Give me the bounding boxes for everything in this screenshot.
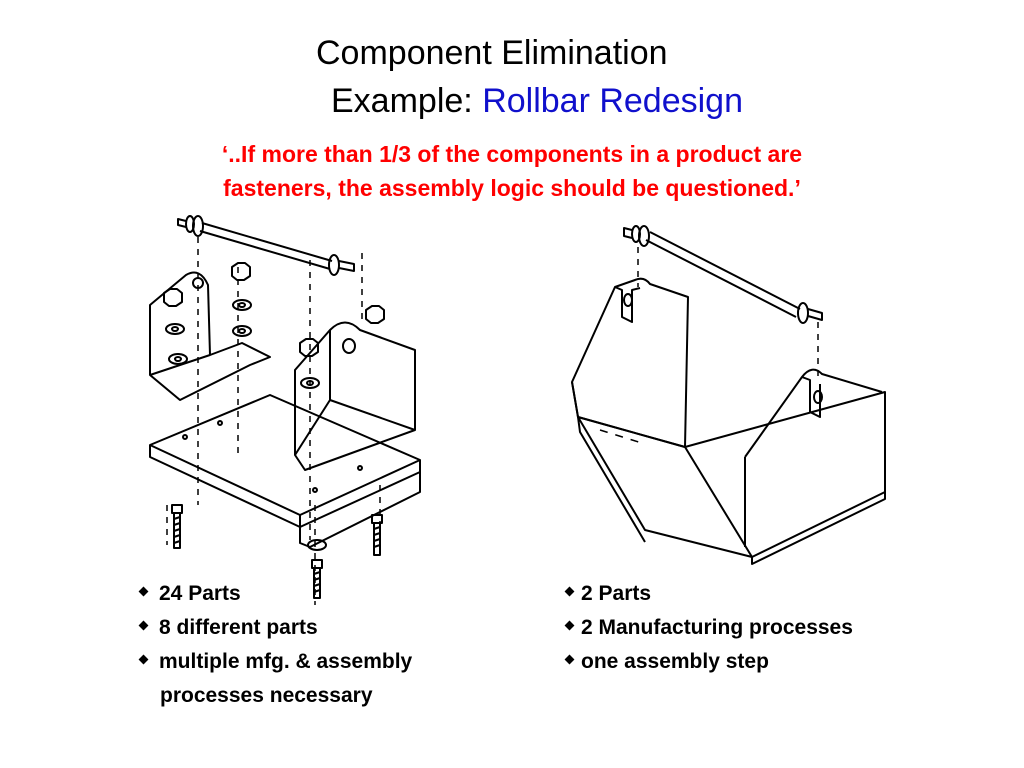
original-assembly-drawing: [120, 205, 450, 605]
redesigned-assembly-drawing: [560, 212, 900, 567]
exploded-view-illustration: [149, 215, 421, 605]
washers: [165, 299, 320, 389]
rollbar-rod: [177, 215, 355, 276]
diamond-bullet-icon: [138, 586, 149, 597]
redesign-illustration: [571, 225, 886, 565]
list-item: 2 Parts: [564, 577, 853, 611]
list-item: one assembly step: [564, 645, 853, 679]
alignment-lines: [166, 237, 381, 605]
quote-line-2: fasteners, the assembly logic should be …: [223, 175, 801, 201]
slide-title: Component Elimination: [316, 34, 668, 72]
subtitle-prefix: Example:: [331, 82, 483, 120]
quote-line-1: ‘..If more than 1/3 of the components in…: [221, 141, 803, 167]
bolts: [171, 504, 383, 599]
list-item: 2 Manufacturing processes: [564, 611, 853, 645]
rollbar-rod: [623, 225, 823, 324]
quote: ‘..If more than 1/3 of the components in…: [120, 137, 904, 205]
subtitle-accent: Rollbar Redesign: [482, 82, 743, 120]
left-bracket: [149, 271, 271, 401]
diamond-bullet-icon: [564, 620, 575, 631]
diamond-bullet-icon: [564, 586, 575, 597]
hex-nuts: [163, 262, 385, 357]
list-item: 8 different parts: [138, 611, 412, 645]
alignment-lines: [637, 247, 819, 377]
redesign-list: 2 Parts 2 Manufacturing processes one as…: [564, 577, 853, 679]
list-item: multiple mfg. & assembly: [138, 645, 412, 679]
diamond-bullet-icon: [564, 654, 575, 665]
diamond-bullet-icon: [138, 620, 149, 631]
list-item: 24 Parts: [138, 577, 412, 611]
list-item-continuation: processes necessary: [160, 684, 373, 707]
slide-subtitle: Example: Rollbar Redesign: [331, 82, 743, 121]
original-design-list: 24 Parts 8 different parts multiple mfg.…: [138, 577, 412, 713]
diamond-bullet-icon: [138, 654, 149, 665]
right-bracket: [294, 321, 416, 471]
formed-frame: [571, 277, 886, 565]
